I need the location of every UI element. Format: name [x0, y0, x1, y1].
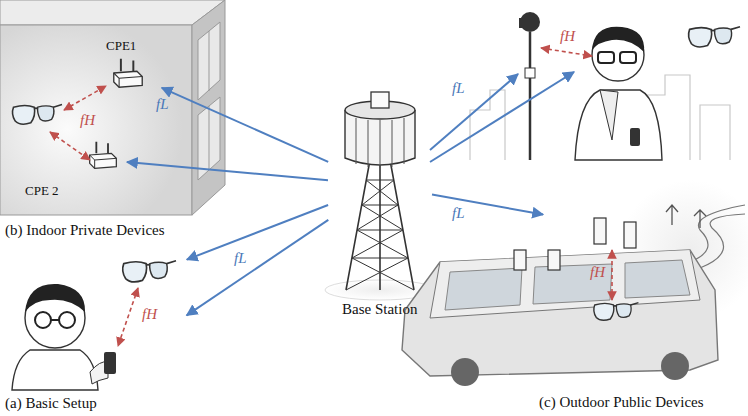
fh-link: [541, 48, 592, 56]
fl-link: [127, 162, 328, 180]
cpe-device: [90, 142, 117, 169]
fl-link: [432, 194, 543, 214]
smart-glasses: [12, 105, 62, 125]
frequency-label: fL: [452, 205, 465, 221]
fl-link: [430, 72, 574, 162]
cpe-device-box: CPE1: [100, 38, 160, 94]
tower: [325, 92, 435, 300]
node-label: (c) Outdoor Public Devices: [539, 394, 704, 411]
fl-link: [162, 88, 328, 162]
frequency-label: fL: [452, 80, 465, 96]
frequency-label: fL: [156, 96, 169, 112]
fh-link: [611, 250, 613, 300]
smart-glasses: [594, 303, 639, 321]
fl-link: [187, 220, 329, 316]
node-label: Base Station: [342, 301, 417, 318]
fh-link: [118, 288, 138, 346]
vehicle-region: (c) Outdoor Public Devices: [505, 215, 650, 290]
node-label: CPE 2: [25, 183, 59, 198]
cpe-device: [114, 59, 142, 87]
frequency-label: fH: [560, 28, 575, 44]
fl-link: [430, 74, 518, 150]
node-label: (a) Basic Setup: [5, 395, 97, 412]
fl-link: [187, 205, 328, 260]
frequency-label: fH: [590, 264, 605, 280]
van-scene: [402, 180, 748, 386]
smart-glasses: [123, 261, 176, 282]
fh-link: [50, 132, 90, 160]
fh-link: [64, 86, 106, 110]
building-region: (b) Indoor Private DevicesCPE1CPE 2: [0, 25, 192, 215]
base-station: Base Station: [330, 95, 430, 320]
building: [0, 0, 225, 215]
node-label: (b) Indoor Private Devices: [5, 222, 165, 239]
smart-glasses: [689, 27, 740, 47]
frequency-label: fL: [234, 250, 247, 266]
cpe-device-box: CPE 2: [20, 135, 125, 200]
node-label: CPE1: [106, 38, 136, 53]
person-basic: [12, 284, 116, 390]
frequency-label: fH: [142, 306, 157, 322]
frequency-label: fH: [80, 112, 95, 128]
